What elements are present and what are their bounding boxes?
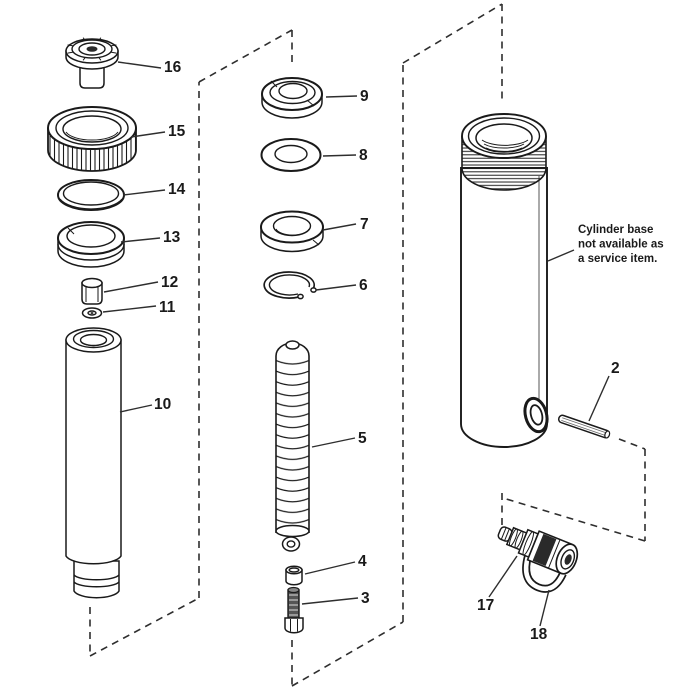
part-label-9: 9: [360, 88, 369, 105]
spring-bottom-hook: [281, 536, 301, 552]
part-label-15: 15: [168, 123, 186, 140]
part-14-wiper-ring: [57, 179, 125, 211]
assembly-axis-lines: [89, 3, 646, 687]
part-label-18: 18: [530, 626, 548, 643]
part-8-flat-washer: [260, 138, 322, 172]
part-label-3: 3: [361, 590, 370, 607]
part-label-14: 14: [168, 181, 186, 198]
part-13-cup-seal: [57, 221, 125, 268]
leader-3: [301, 597, 359, 605]
leader-5: [311, 437, 356, 448]
leader-15: [130, 131, 166, 138]
cylinder-base: [460, 113, 549, 448]
axis-segment: [618, 438, 646, 450]
part-label-10: 10: [154, 396, 171, 413]
cylinder-port: [523, 396, 549, 434]
coupler-assembly: [497, 526, 579, 593]
part-label-17: 17: [477, 597, 494, 614]
part-5-spring: [275, 340, 310, 552]
leader-11: [102, 305, 157, 313]
leader-9: [325, 95, 358, 98]
part-label-11: 11: [159, 299, 176, 316]
part-16-filler-cap: [65, 37, 119, 89]
leader-lines: [102, 61, 610, 627]
note-line-3: a service item.: [578, 253, 657, 265]
part-15-lock-nut: [47, 106, 137, 172]
part-label-8: 8: [359, 147, 368, 164]
part-label-5: 5: [358, 430, 367, 447]
part-label-7: 7: [360, 216, 369, 233]
cap-knurl-ticks: [67, 37, 117, 61]
leader-4: [304, 561, 356, 575]
part-label-12: 12: [161, 274, 178, 291]
screw-ribs: [289, 594, 298, 616]
part-labels: 16 15 14 13 12 11 10 9 8 7 6 5 4 3 2 17 …: [154, 59, 620, 643]
axis-segment: [402, 3, 503, 64]
axis-segment: [89, 597, 200, 657]
part-4-sleeve: [285, 565, 303, 586]
axis-segment: [291, 621, 404, 687]
part-label-16: 16: [164, 59, 182, 76]
note-line-2: not available as: [578, 239, 664, 251]
leader-10: [119, 404, 153, 413]
cylinder-base-note: Cylinder base not available as a service…: [578, 224, 664, 265]
leader-note: [547, 249, 575, 262]
part-11-washer: [81, 307, 103, 319]
leader-13: [120, 237, 161, 243]
part-label-6: 6: [359, 277, 368, 294]
leader-2: [588, 375, 610, 422]
part-6-snap-ring: [263, 271, 317, 300]
part-2-pin: [557, 414, 611, 439]
part-label-4: 4: [358, 553, 367, 570]
part-3-valve-screw: [284, 586, 304, 634]
leader-7: [322, 223, 357, 231]
leader-16: [117, 61, 162, 69]
part-9-backup-ring: [261, 77, 323, 119]
part-label-13: 13: [163, 229, 181, 246]
part-label-2: 2: [611, 360, 620, 377]
leader-8: [322, 154, 357, 157]
part-18-coupler-body: [517, 528, 579, 593]
leader-18: [539, 589, 550, 627]
ram-bottom-cap: [73, 560, 120, 599]
leader-17: [488, 555, 518, 598]
part-7-packing-ring: [260, 210, 324, 253]
part-10-ram-tube: [65, 327, 122, 599]
leader-6: [315, 284, 357, 291]
leader-12: [103, 281, 159, 293]
leader-14: [122, 189, 166, 196]
axis-segment: [198, 29, 293, 83]
note-line-1: Cylinder base: [578, 224, 653, 236]
part-12-plug: [81, 277, 103, 305]
